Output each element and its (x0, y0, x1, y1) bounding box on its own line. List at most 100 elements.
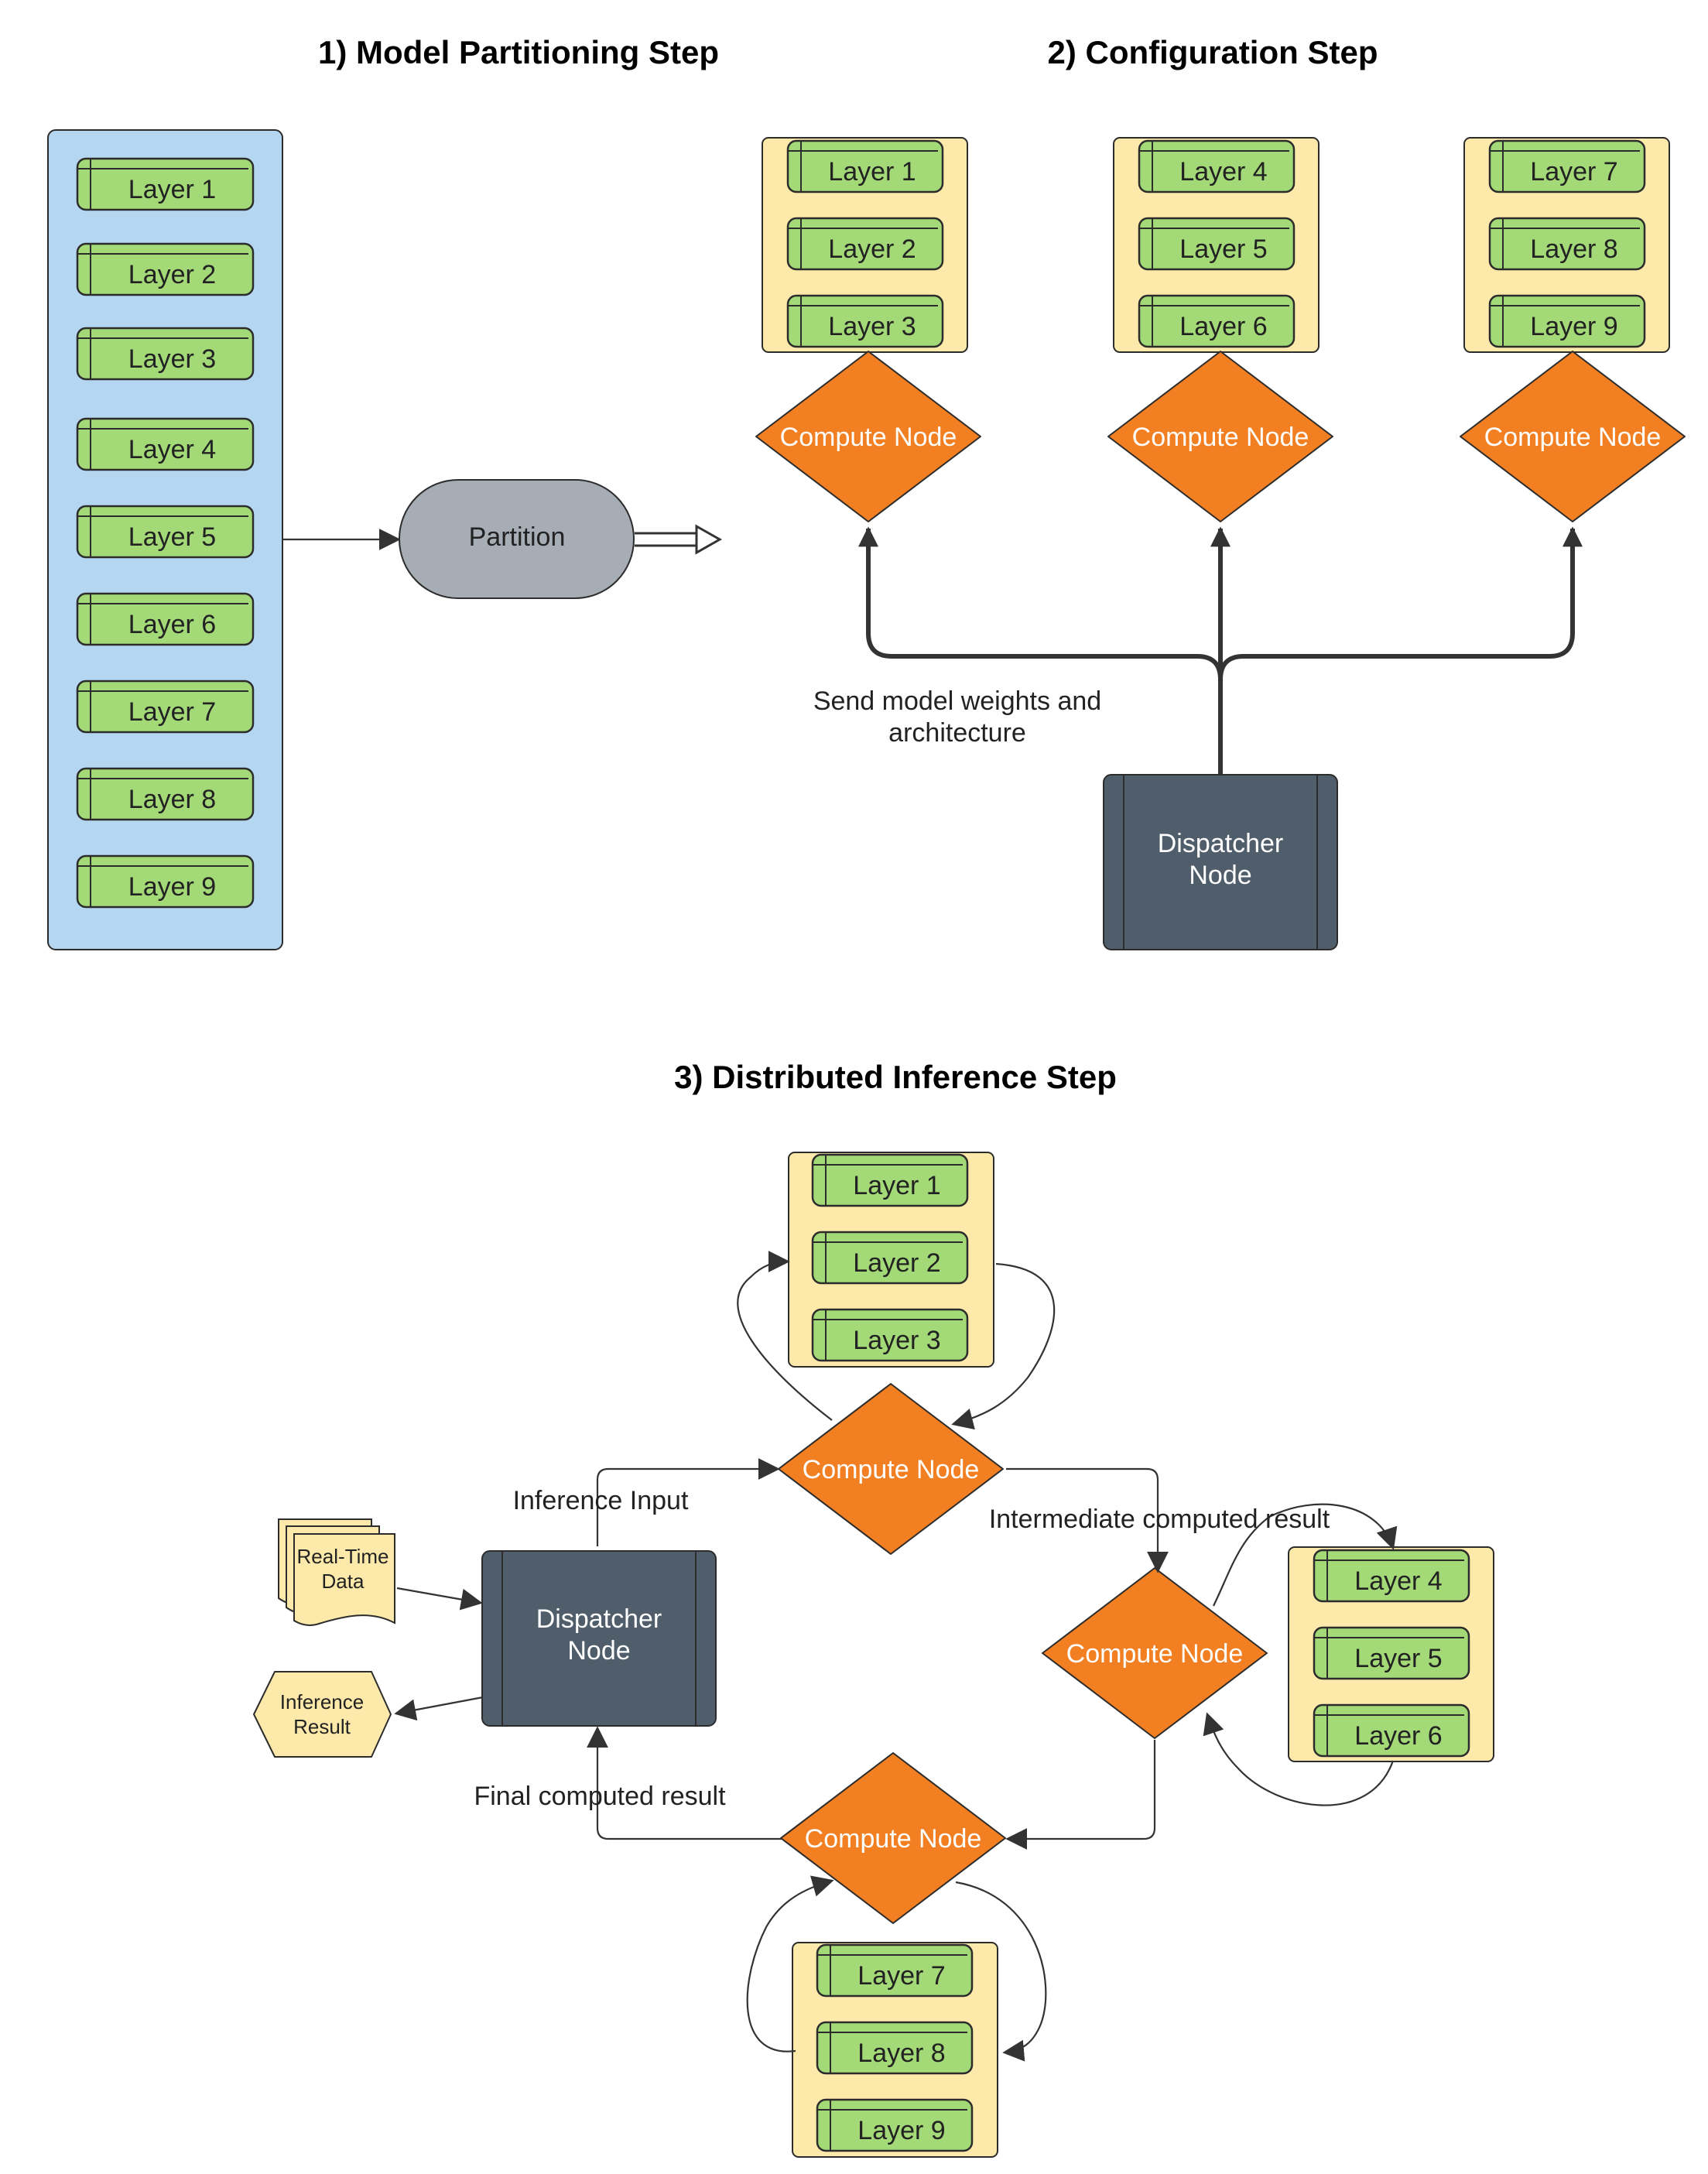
layer-card (816, 2098, 974, 2152)
final-result-label: Final computed result (474, 1782, 726, 1811)
title-configuration: 2) Configuration Step (1048, 34, 1378, 70)
inference-result-label-line1: Inference (280, 1690, 364, 1714)
layer-label: Layer 7 (1530, 157, 1617, 187)
inference-layer-8: Layer 8 (816, 2021, 974, 2075)
compute-node-shape (1460, 351, 1686, 522)
partition-output-arrow (635, 524, 723, 555)
layer-label: Layer 4 (128, 435, 216, 464)
partition-process: Partition (399, 479, 635, 599)
layer-card (1138, 139, 1296, 193)
inference-layer-6: Layer 6 (1313, 1703, 1470, 1758)
title-distributed-inference: 3) Distributed Inference Step (674, 1059, 1117, 1095)
config-dispatcher-label-line1: Dispatcher (1158, 829, 1284, 858)
compute-node-label: Compute Node (1132, 423, 1309, 452)
inference-layer-3: Layer 3 (811, 1308, 969, 1362)
compute-node-label: Compute Node (780, 423, 957, 452)
layer-card (76, 854, 255, 909)
layer-label: Layer 8 (128, 785, 216, 814)
model-stack: Layer 1 Layer 2 Layer 3 Layer 4 Layer 5 Layer… (47, 129, 283, 950)
inference-layer-2: Layer 2 (811, 1231, 969, 1285)
layer-label: Layer 9 (857, 2116, 945, 2145)
config-layer-8: Layer 8 (1488, 217, 1646, 271)
inference-group-1: Layer 1 Layer 2 Layer 3 Compute Node (778, 1152, 1004, 1555)
inference-layer-4: Layer 4 (1313, 1549, 1470, 1603)
layer-label: Layer 5 (1354, 1644, 1442, 1673)
config-compute-node-2: Compute Node (1107, 351, 1333, 522)
config-layer-4: Layer 4 (1138, 139, 1296, 193)
config-group-2: Layer 4 Layer 5 Layer 6 Compute Node (1107, 137, 1333, 522)
layer-label: Layer 5 (1179, 235, 1267, 264)
model-layer-2: Layer 2 (76, 242, 255, 296)
layer-card (76, 327, 255, 381)
layer-label: Layer 4 (1179, 157, 1267, 187)
partition-label: Partition (469, 522, 566, 552)
inference-compute-node-2: Compute Node (1042, 1567, 1268, 1739)
layer-card (76, 592, 255, 646)
compute-node-label: Compute Node (1484, 423, 1662, 452)
layer-label: Layer 3 (128, 344, 216, 374)
inference-compute-node-1: Compute Node (778, 1383, 1004, 1555)
intermediate-result-label: Intermediate computed result (989, 1505, 1330, 1534)
layer-label: Layer 6 (128, 610, 216, 639)
layer-card (786, 217, 944, 271)
config-layer-2: Layer 2 (786, 217, 944, 271)
real-time-data-label-line2: Data (322, 1570, 365, 1593)
send-weights-label-line1: Send model weights and (813, 686, 1101, 716)
real-time-data-input: Real-Time Data (278, 1518, 395, 1627)
layer-label: Layer 6 (1354, 1721, 1442, 1751)
inference-layer-9: Layer 9 (816, 2098, 974, 2152)
compute-node-shape (1042, 1567, 1268, 1739)
inference-layer-1: Layer 1 (811, 1153, 969, 1207)
layer-label: Layer 6 (1179, 312, 1267, 341)
layer-card (1488, 294, 1646, 348)
layer-card (76, 417, 255, 471)
config-layer-6: Layer 6 (1138, 294, 1296, 348)
model-layer-4: Layer 4 (76, 417, 255, 471)
model-layer-7: Layer 7 (76, 680, 255, 734)
layer-card (1313, 1549, 1470, 1603)
layer-label: Layer 9 (1530, 312, 1617, 341)
config-dispatcher-node: Dispatcher Node (1103, 774, 1338, 950)
model-layer-5: Layer 5 (76, 505, 255, 559)
layer-card (76, 680, 255, 734)
model-layer-list: Layer 1 Layer 2 Layer 3 Layer 4 Layer 5 Layer… (76, 157, 255, 909)
compute-node-shape (778, 1383, 1004, 1555)
layer-card (1313, 1626, 1470, 1680)
layer-label: Layer 2 (853, 1248, 940, 1278)
real-time-data-label-line1: Real-Time (297, 1545, 389, 1568)
compute-node-label: Compute Node (805, 1824, 982, 1854)
config-layer-7: Layer 7 (1488, 139, 1646, 193)
inference-result-label-line2: Result (293, 1715, 351, 1738)
layer-label: Layer 9 (128, 872, 216, 902)
layer-card (816, 2021, 974, 2075)
layer-label: Layer 2 (128, 260, 216, 289)
layer-label: Layer 8 (1530, 235, 1617, 264)
layer-label: Layer 7 (857, 1961, 945, 1991)
layer-card (76, 242, 255, 296)
config-compute-node-3: Compute Node (1460, 351, 1686, 522)
partition-shape (399, 479, 635, 599)
send-weights-label-line2: architecture (888, 718, 1026, 748)
inference-layer-7: Layer 7 (816, 1943, 974, 1998)
config-layer-9: Layer 9 (1488, 294, 1646, 348)
config-compute-node-1: Compute Node (755, 351, 981, 522)
inference-result-output: Inference Result (253, 1671, 392, 1758)
model-layer-1: Layer 1 (76, 157, 255, 211)
layer-card (816, 1943, 974, 1998)
layer-card (811, 1153, 969, 1207)
config-group-3: Layer 7 Layer 8 Layer 9 Compute Node (1460, 137, 1686, 522)
layer-label: Layer 1 (828, 157, 916, 187)
compute-node-label: Compute Node (1066, 1639, 1244, 1669)
layer-card (1138, 294, 1296, 348)
layer-label: Layer 4 (1354, 1566, 1442, 1596)
layer-card (76, 157, 255, 211)
layer-label: Layer 8 (857, 2039, 945, 2068)
model-layer-9: Layer 9 (76, 854, 255, 909)
compute-node-shape (780, 1752, 1006, 1924)
layer-label: Layer 1 (853, 1171, 940, 1200)
model-layer-8: Layer 8 (76, 767, 255, 821)
